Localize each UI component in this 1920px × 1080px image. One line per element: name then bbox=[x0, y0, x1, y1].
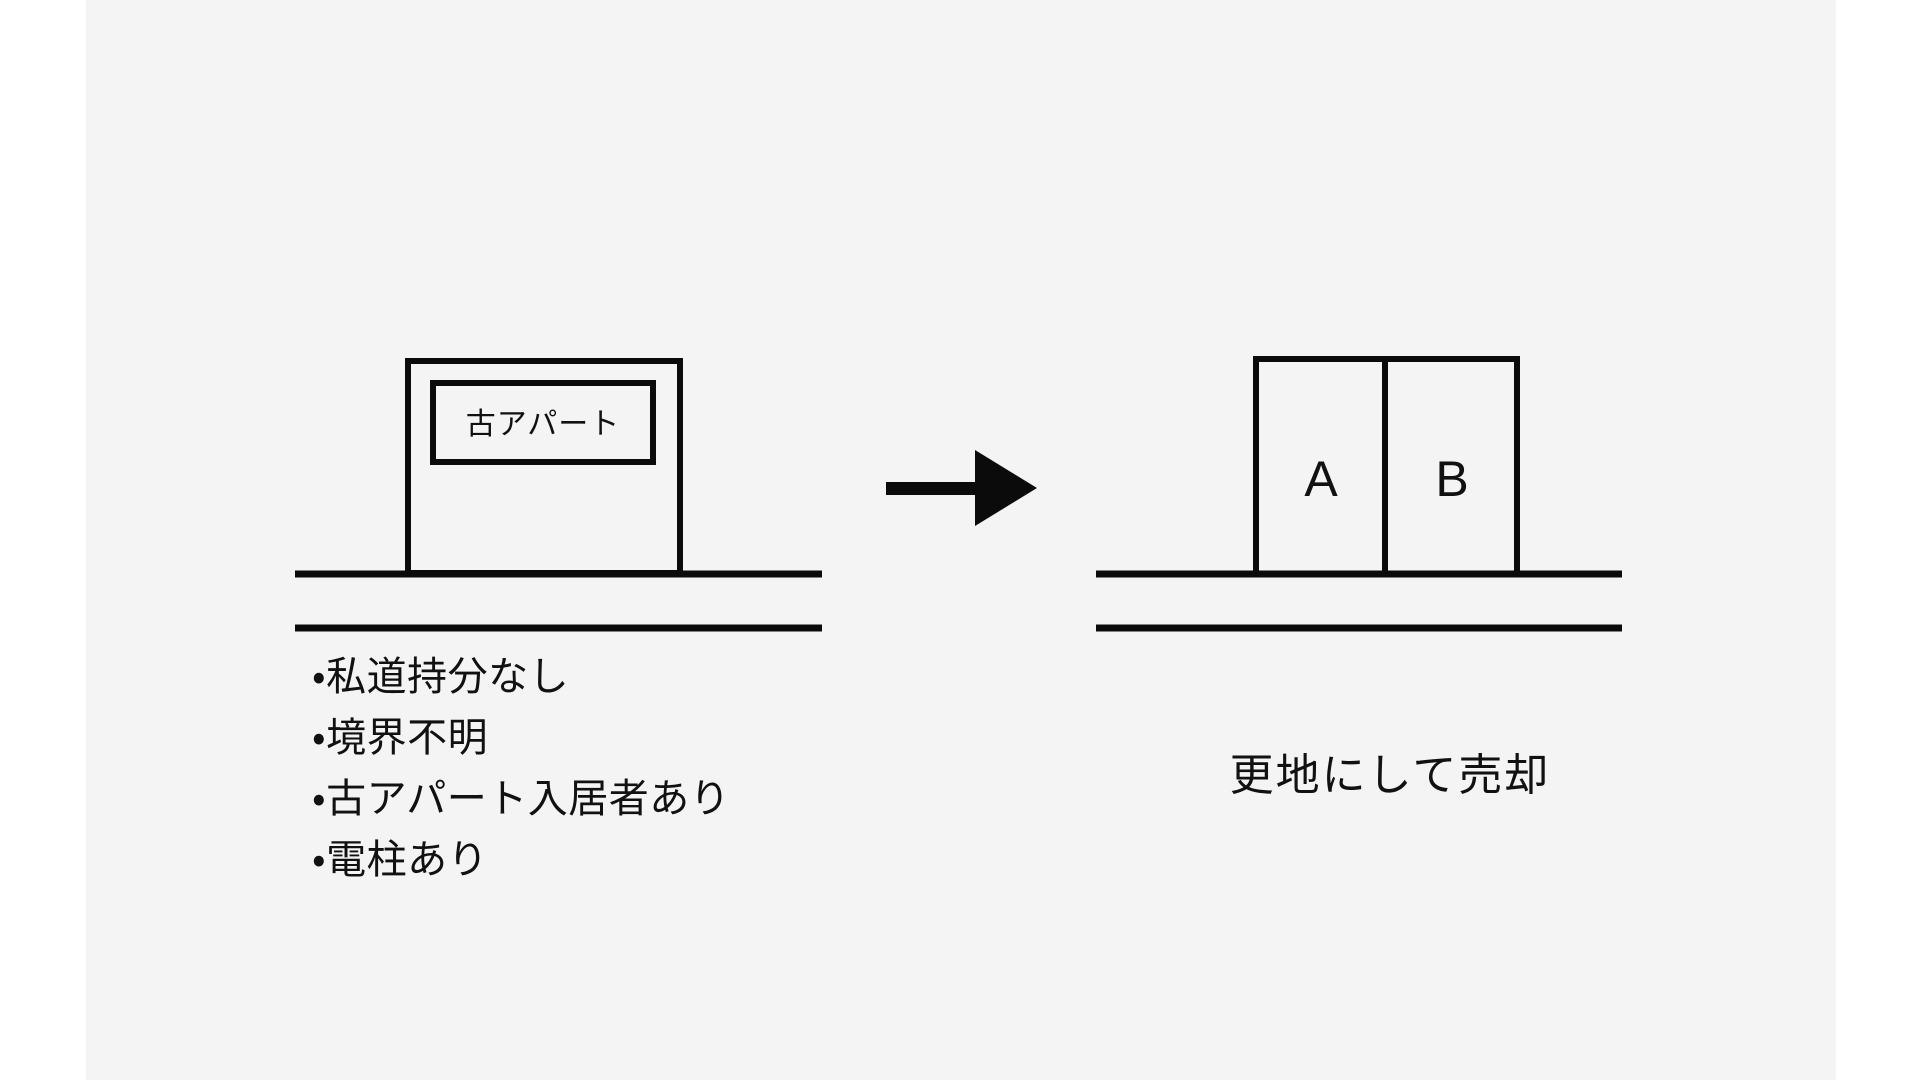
plot-a-label: A bbox=[1304, 451, 1338, 507]
after-group: A B 更地にして売却 bbox=[1096, 356, 1622, 801]
before-condition-list: ・私道持分なし ・境界不明 ・古アパート入居者あり ・電柱あり bbox=[312, 654, 730, 883]
list-item: ・境界不明 bbox=[312, 715, 488, 761]
list-item: ・電柱あり bbox=[312, 837, 488, 883]
arrow-shaft bbox=[886, 482, 984, 495]
list-item: ・私道持分なし bbox=[312, 654, 569, 700]
plot-b-label: B bbox=[1435, 451, 1468, 507]
plot-a-box bbox=[1253, 356, 1388, 577]
transition-arrow bbox=[886, 450, 1037, 526]
old-apartment-label-box bbox=[430, 380, 656, 465]
bullet-marker: ・ bbox=[312, 837, 326, 883]
bullet-label: 境界不明 bbox=[326, 715, 488, 761]
bullet-marker: ・ bbox=[312, 776, 326, 822]
bullet-marker: ・ bbox=[312, 654, 326, 700]
content-panel bbox=[86, 0, 1836, 1080]
list-item: ・古アパート入居者あり bbox=[312, 776, 730, 822]
arrow-head-icon bbox=[975, 450, 1037, 526]
after-caption: 更地にして売却 bbox=[1230, 750, 1551, 801]
plot-b-box bbox=[1382, 356, 1520, 577]
bullet-label: 古アパート入居者あり bbox=[326, 776, 730, 822]
before-group: 古アパート ・私道持分なし ・境界不明 ・古アパート入居者あり ・電柱あり bbox=[295, 358, 822, 883]
old-apartment-label: 古アパート bbox=[466, 407, 620, 442]
bullet-label: 電柱あり bbox=[326, 837, 488, 883]
bullet-label: 私道持分なし bbox=[326, 654, 569, 700]
bullet-marker: ・ bbox=[312, 715, 326, 761]
